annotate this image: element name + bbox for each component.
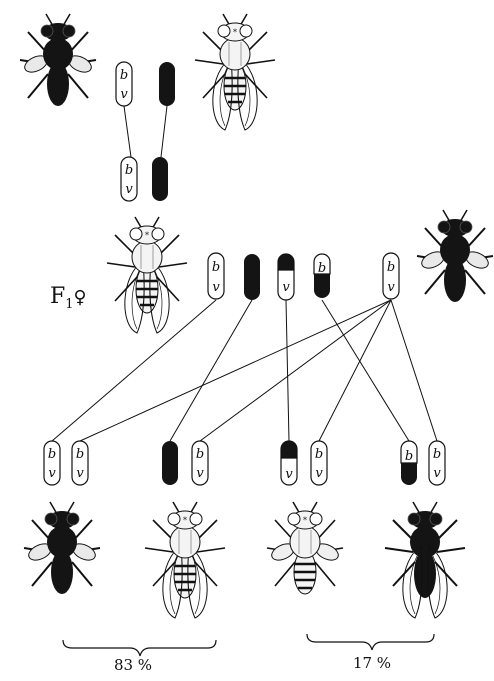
f1-female-label: F1♀ — [50, 284, 87, 312]
offspring-3-chromosomes: v b v — [281, 441, 327, 485]
parent-grey-long-wing-fly — [195, 14, 275, 130]
gene-label-v: v — [315, 466, 323, 481]
gene-label-v: v — [212, 280, 220, 295]
f1-chromosome-bv-white: b v — [121, 157, 137, 201]
left-brace — [63, 640, 216, 656]
gene-label-v: v — [196, 466, 204, 481]
gene-label-v: v — [285, 467, 293, 482]
f1-label-f: F — [50, 284, 65, 309]
gamete-chromosome-crossover-black-v: v — [278, 254, 294, 300]
parent-right-connector — [161, 106, 167, 157]
gene-label-b: b — [315, 447, 323, 462]
gene-label-b: b — [76, 447, 84, 462]
gene-label-b: b — [212, 260, 220, 275]
parent-chromosome-black — [159, 62, 175, 106]
f1-label-subscript: 1 — [65, 297, 73, 312]
gamete-chromosome-crossover-b-black: b — [314, 254, 330, 298]
gene-label-b: b — [318, 261, 326, 276]
parent-chromosome-bv-white: b v — [116, 62, 132, 106]
gamete-chromosome-black — [244, 254, 260, 300]
gene-label-b: b — [120, 68, 128, 83]
right-percentage: 17 % — [353, 654, 391, 672]
offspring-1-chromosomes: b v b v — [44, 441, 88, 485]
gene-label-b: b — [125, 163, 133, 178]
f1-chromosome-black — [152, 157, 168, 201]
parent-left-connector — [124, 106, 131, 157]
offspring-2-grey-long-fly — [145, 502, 225, 618]
gamete-chromosome-bv-white: b v — [208, 253, 224, 299]
offspring-3-grey-vestigial-fly — [267, 502, 343, 594]
gene-label-v: v — [48, 466, 56, 481]
offspring-4-chromosomes: b b v — [401, 441, 445, 485]
f1-female-fly — [107, 217, 187, 333]
gene-label-v: v — [125, 182, 133, 197]
gene-label-b: b — [48, 447, 56, 462]
gene-label-b: b — [405, 449, 413, 464]
testcross-male-black-vestigial-fly — [417, 210, 493, 302]
gene-label-v: v — [76, 466, 84, 481]
male-gamete-chromosome-bv: b v — [383, 253, 399, 299]
cross-lines — [52, 300, 437, 441]
parent-black-vestigial-fly — [20, 14, 96, 106]
gene-label-b: b — [433, 447, 441, 462]
left-percentage: 83 % — [114, 656, 152, 674]
right-brace — [307, 634, 434, 650]
gene-label-v: v — [282, 280, 290, 295]
gene-label-b: b — [196, 447, 204, 462]
gene-label-v: v — [387, 280, 395, 295]
offspring-4-black-long-fly — [385, 502, 465, 618]
f1-label-female-sign: ♀ — [74, 287, 87, 308]
gene-label-v: v — [120, 87, 128, 102]
gene-label-b: b — [387, 260, 395, 275]
offspring-1-black-vestigial-fly — [24, 502, 100, 594]
offspring-2-chromosomes: b v — [162, 441, 208, 485]
svg-text:F1♀: F1♀ — [50, 284, 87, 312]
gene-label-v: v — [433, 466, 441, 481]
